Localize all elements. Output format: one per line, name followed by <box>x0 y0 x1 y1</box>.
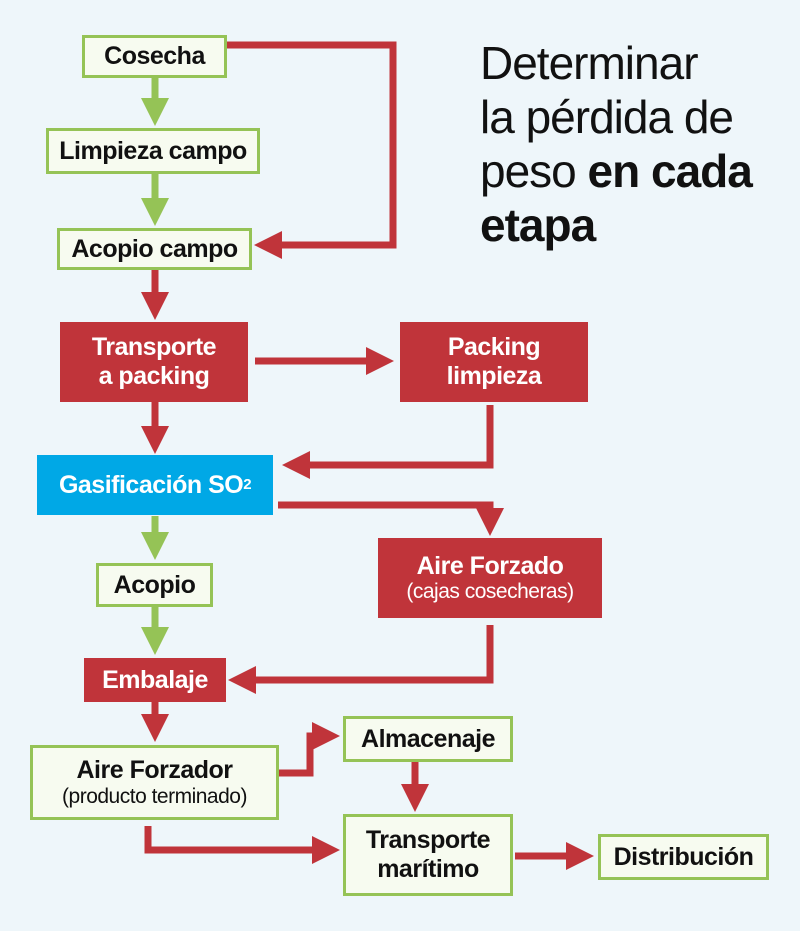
arrow-aire-forzador-transporte <box>144 826 340 864</box>
node-label: limpieza <box>446 362 542 390</box>
node-embalaje: Embalaje <box>84 658 226 702</box>
node-label: Acopio campo <box>71 234 238 263</box>
title-text: peso <box>480 145 588 197</box>
node-label: Acopio <box>113 570 196 599</box>
title-line: la pérdida de <box>480 91 734 143</box>
node-label: Almacenaje <box>361 724 495 753</box>
title-bold: etapa <box>480 199 596 251</box>
node-sublabel: (cajas cosecheras) <box>406 580 574 604</box>
node-label: marítimo <box>377 855 479 883</box>
page-title: Determinar la pérdida de peso en cada et… <box>480 36 753 252</box>
node-label: Transporte <box>365 826 491 855</box>
title-bold: en cada <box>587 145 753 197</box>
node-label: Gasificación SO <box>58 470 244 499</box>
node-label: Embalaje <box>102 665 208 694</box>
node-subscript: 2 <box>243 476 252 494</box>
node-aire-forzado: Aire Forzado(cajas cosecheras) <box>378 538 602 618</box>
node-cosecha: Cosecha <box>82 35 227 78</box>
arrow-packing-gasificacion <box>282 405 494 479</box>
node-acopio: Acopio <box>96 563 213 607</box>
node-label: Transporte <box>91 333 217 362</box>
arrow-aire-forzado-embalaje <box>228 625 494 694</box>
node-label: Cosecha <box>104 42 205 71</box>
node-acopio-campo: Acopio campo <box>57 228 252 270</box>
title-line: peso en cada <box>480 144 753 198</box>
node-sublabel: (producto terminado) <box>62 784 247 808</box>
node-label: Packing <box>447 333 541 362</box>
node-label: Aire Forzado <box>416 551 564 580</box>
node-label: Distribución <box>613 842 754 871</box>
node-distribucion: Distribución <box>598 834 769 880</box>
arrow-cosecha-acopio-campo <box>226 41 397 259</box>
node-label: Aire Forzador <box>76 756 233 785</box>
title-line: etapa <box>480 198 752 252</box>
node-limpieza-campo: Limpieza campo <box>46 128 260 174</box>
node-label: Limpieza campo <box>59 136 247 165</box>
node-almacenaje: Almacenaje <box>343 716 513 762</box>
arrow-aire-forzador-almacenaje <box>279 722 340 777</box>
arrow-gasificacion-aire-forzado <box>278 501 504 536</box>
node-label: a packing <box>98 362 210 390</box>
node-aire-forzador: Aire Forzador(producto terminado) <box>30 745 279 820</box>
title-line: Determinar <box>480 37 699 89</box>
